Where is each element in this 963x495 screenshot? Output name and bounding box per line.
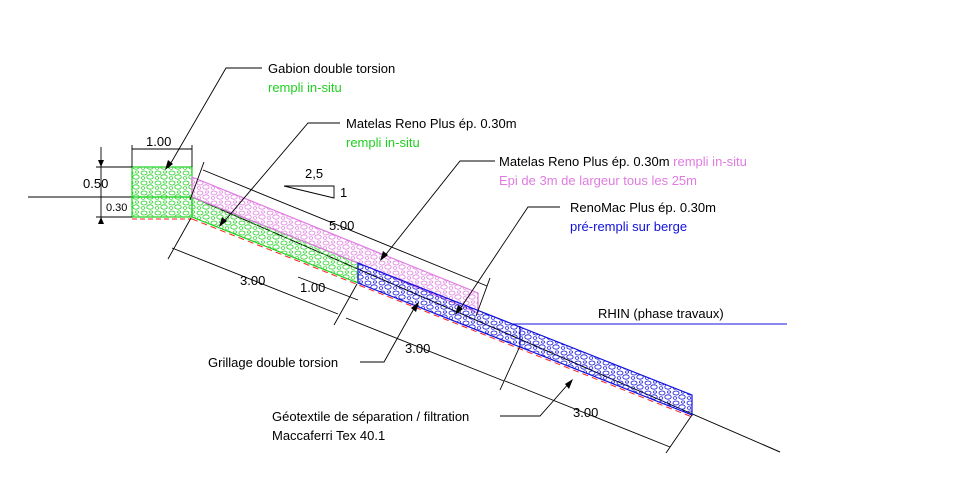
dim-ext-epi-start <box>189 161 205 201</box>
arrow-grillage <box>411 302 419 312</box>
dim-line-blue-2 <box>504 380 671 448</box>
rhin-label: RHIN (phase travaux) <box>598 306 724 321</box>
mattress-under-gabion <box>131 196 193 218</box>
renomac-title: RenoMac Plus ép. 0.30m <box>570 200 716 215</box>
pink-epi-mattress <box>191 176 479 314</box>
dim-green-length: 3.00 <box>240 273 265 288</box>
arrow-matelas-1 <box>219 217 227 227</box>
arrow-geotextile <box>565 379 573 389</box>
leader-renomac <box>457 206 560 313</box>
leader-geotextile <box>500 381 571 417</box>
geotextile-label-1: Géotextile de séparation / filtration <box>272 409 469 424</box>
leader-grillage <box>360 304 417 363</box>
dim-ext-green-start <box>167 217 192 260</box>
slope-rise: 1 <box>340 185 347 200</box>
leader-matelas-1 <box>221 122 340 225</box>
gabion-title: Gabion double torsion <box>268 61 395 76</box>
dim-ext-blue-1-end <box>499 345 521 391</box>
dim-line-epi <box>202 169 488 287</box>
dim-blue-length-1: 3.00 <box>405 341 430 356</box>
slope-ratio-triangle <box>283 185 335 199</box>
dim-gabion-height: 0.50 <box>83 176 108 191</box>
leader-matelas-2 <box>382 160 495 259</box>
dim-green-overlap: 1.00 <box>300 280 325 295</box>
dim-line-green <box>171 247 339 315</box>
dim-ext-green-end <box>333 283 358 326</box>
dim-ext-epi-end <box>475 277 491 317</box>
arrow-matelas-2 <box>380 251 388 261</box>
grillage-label: Grillage double torsion <box>208 355 338 370</box>
blue-renomac-mattress <box>357 262 693 416</box>
gabion-block <box>131 166 193 198</box>
geotextile-label-2: Maccaferri Tex 40.1 <box>272 428 385 443</box>
dim-arrow-top <box>98 160 104 167</box>
matelas2-subtitle: Epi de 3m de largeur tous les 25m <box>499 173 697 188</box>
matelas2-title: Matelas Reno Plus ép. 0.30m rempli in-si… <box>499 154 747 169</box>
slope-run: 2,5 <box>305 166 323 181</box>
dim-epi-length: 5.00 <box>329 218 354 233</box>
dim-blue-length-2: 3.00 <box>573 405 598 420</box>
leader-gabion <box>167 67 262 169</box>
dim-arrow-bottom <box>98 217 104 224</box>
arrow-gabion <box>165 160 173 170</box>
dim-ext-blue-2-end <box>665 414 693 454</box>
gabion-subtitle: rempli in-situ <box>268 80 342 95</box>
dim-line-overlap <box>297 276 359 301</box>
dim-gabion-width: 1.00 <box>146 134 171 149</box>
renomac-subtitle: pré-rempli sur berge <box>570 219 687 234</box>
matelas1-title: Matelas Reno Plus ép. 0.30m <box>346 116 517 131</box>
dim-mattress-thickness: 0.30 <box>106 202 127 214</box>
arrow-renomac <box>455 305 463 315</box>
dim-line-blue-1 <box>345 317 505 382</box>
matelas1-subtitle: rempli in-situ <box>346 135 420 150</box>
